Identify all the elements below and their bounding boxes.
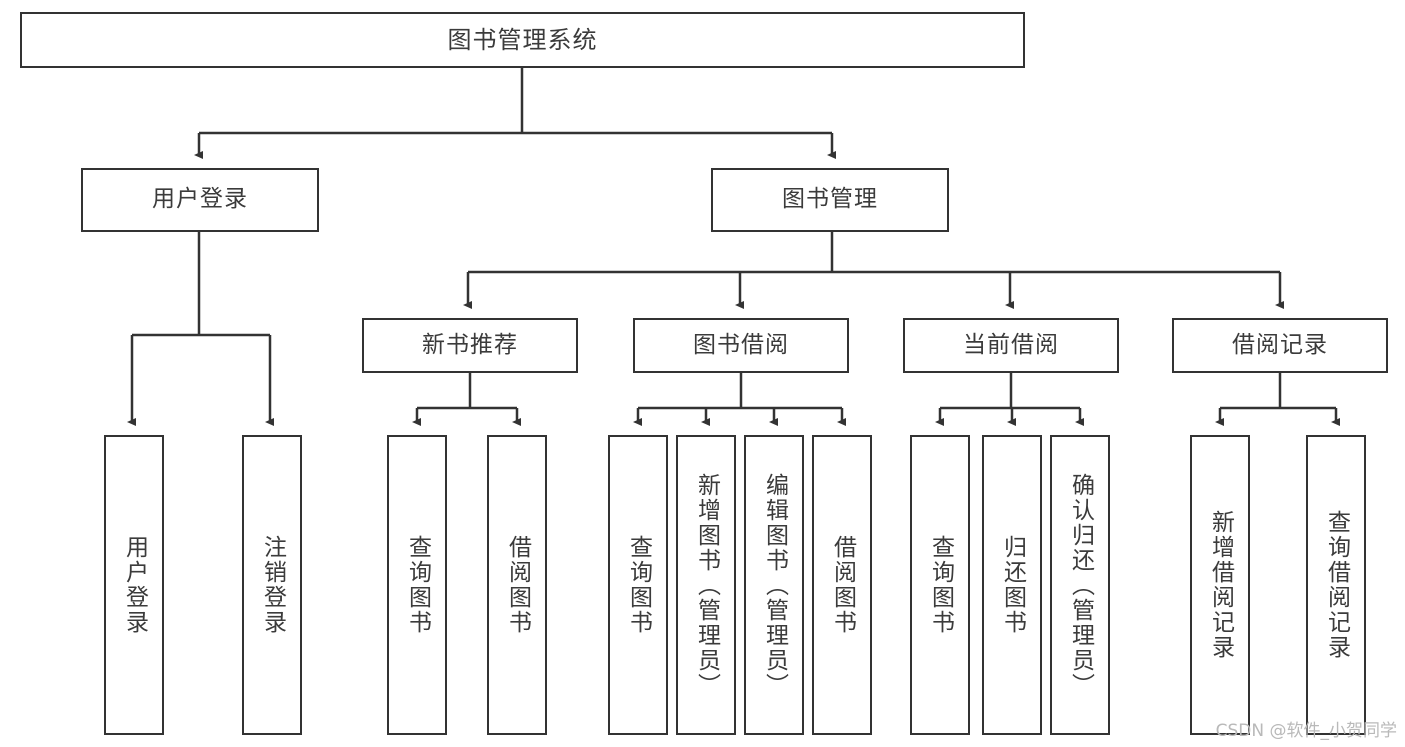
node-leaf-query-book-cb[interactable]: 查询图书 — [910, 435, 970, 735]
node-book-manage[interactable]: 图书管理 — [711, 168, 949, 232]
node-leaf-query-book-br[interactable]: 查询图书 — [608, 435, 668, 735]
csdn-watermark: CSDN @软件_小贺同学 — [1215, 721, 1397, 741]
node-leaf-add-book[interactable]: 新增图书（管理员） — [676, 435, 736, 735]
node-leaf-query-record[interactable]: 查询借阅记录 — [1306, 435, 1366, 735]
node-leaf-borrow-book-rec[interactable]: 借阅图书 — [487, 435, 547, 735]
node-leaf-logout[interactable]: 注销登录 — [242, 435, 302, 735]
node-book-borrow[interactable]: 图书借阅 — [633, 318, 849, 373]
node-leaf-return-book[interactable]: 归还图书 — [982, 435, 1042, 735]
node-current-borrow[interactable]: 当前借阅 — [903, 318, 1119, 373]
node-leaf-borrow-book-br[interactable]: 借阅图书 — [812, 435, 872, 735]
node-leaf-confirm-return[interactable]: 确认归还（管理员） — [1050, 435, 1110, 735]
node-leaf-add-record[interactable]: 新增借阅记录 — [1190, 435, 1250, 735]
node-new-book-rec[interactable]: 新书推荐 — [362, 318, 578, 373]
node-borrow-record[interactable]: 借阅记录 — [1172, 318, 1388, 373]
node-leaf-user-login[interactable]: 用户登录 — [104, 435, 164, 735]
node-user-login[interactable]: 用户登录 — [81, 168, 319, 232]
node-root[interactable]: 图书管理系统 — [20, 12, 1025, 68]
node-leaf-query-book-rec[interactable]: 查询图书 — [387, 435, 447, 735]
node-leaf-edit-book[interactable]: 编辑图书（管理员） — [744, 435, 804, 735]
